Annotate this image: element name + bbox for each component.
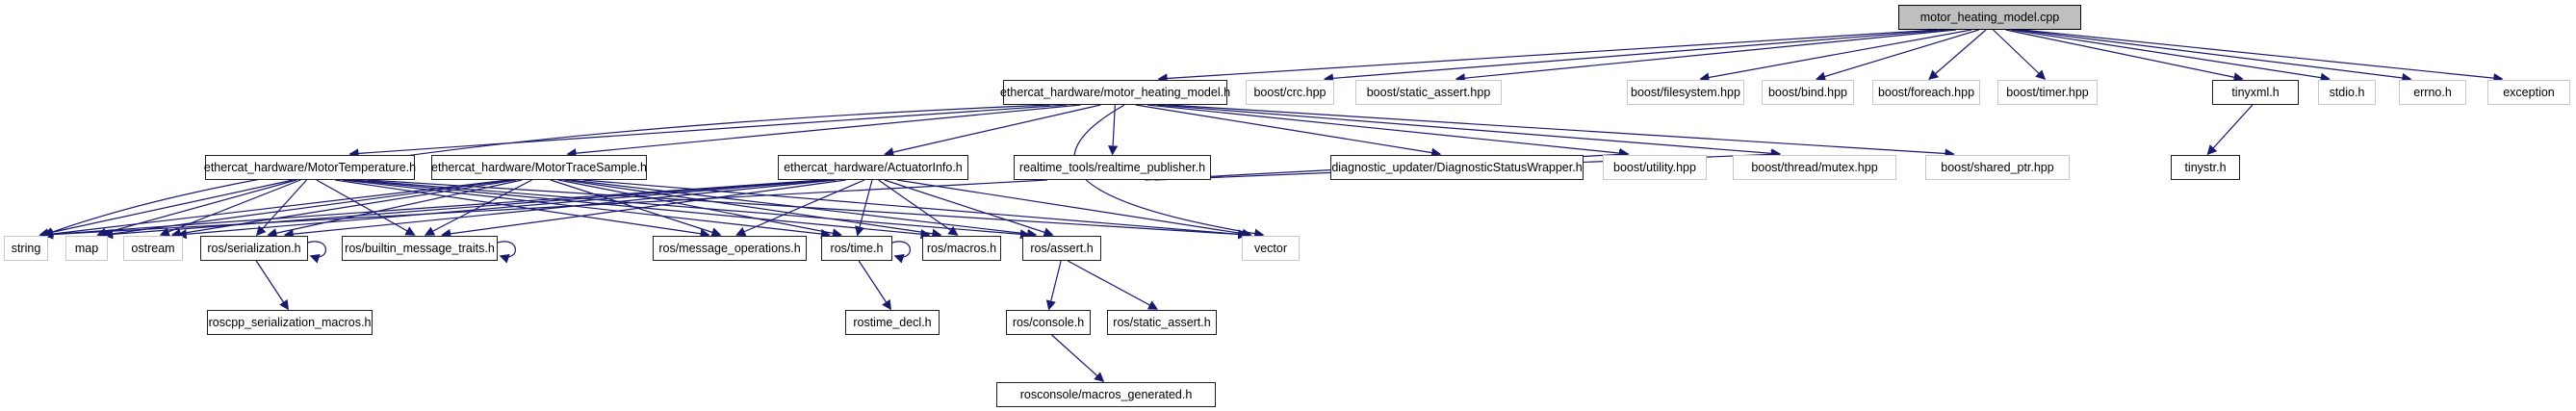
include-edge-actinfo-rser <box>283 179 837 240</box>
graph-node-bfs: boost/filesystem.hpp <box>1627 80 1744 105</box>
graph-node-bbind: boost/bind.hpp <box>1762 80 1854 105</box>
include-edge-mhm_h-actinfo <box>884 104 1101 158</box>
graph-node-mtemp[interactable]: ethercat_hardware/MotorTemperature.h <box>204 155 416 180</box>
graph-node-mtrace[interactable]: ethercat_hardware/MotorTraceSample.h <box>431 155 647 180</box>
include-edge-root-bbind <box>1815 29 1979 82</box>
include-edge-actinfo-ostream <box>176 179 831 240</box>
include-edge-rser-rser <box>307 241 326 264</box>
include-edge-root-bfs <box>1699 29 1972 83</box>
graph-node-bshared: boost/shared_ptr.hpp <box>1925 155 2070 180</box>
include-edge-rassert-rconsole <box>1045 260 1062 311</box>
include-edge-root-bforeach <box>1928 29 1987 81</box>
include-edge-actinfo-map <box>102 179 827 240</box>
include-edge-root-btimer <box>1993 29 2047 81</box>
include-edge-mhm_h-rtpub <box>1108 104 1119 156</box>
graph-node-tinystr[interactable]: tinystr.h <box>2171 155 2240 180</box>
include-edge-mtemp-string <box>39 179 294 239</box>
graph-node-bsa: boost/static_assert.hpp <box>1355 80 1502 105</box>
include-edge-mtemp-rmo <box>335 179 710 239</box>
include-edge-mhm_h-string <box>42 104 1050 237</box>
include-edge-tinyxml-tinystr <box>2206 104 2254 156</box>
include-edge-mtrace-rmacros <box>564 179 942 239</box>
graph-node-rtime[interactable]: ros/time.h <box>821 236 892 261</box>
graph-node-bforeach: boost/foreach.hpp <box>1872 80 1980 105</box>
include-edge-mhm_h-mtemp <box>348 104 1068 159</box>
include-edge-rtime-rtd <box>858 260 891 311</box>
include-edge-root-bsa <box>1455 29 1957 84</box>
include-edge-actinfo-rmacros <box>878 179 959 236</box>
graph-node-rassert[interactable]: ros/assert.h <box>1022 236 1101 261</box>
include-edge-mtemp-rassert <box>354 179 1031 240</box>
graph-node-root: motor_heating_model.cpp <box>1898 5 2081 30</box>
include-edge-actinfo-vector <box>896 179 1252 239</box>
include-edge-mtemp-ostream <box>159 179 301 237</box>
include-edge-rassert-rsa <box>1067 260 1159 310</box>
graph-node-rsm[interactable]: roscpp_serialization_macros.h <box>207 310 373 335</box>
graph-node-actinfo[interactable]: ethercat_hardware/ActuatorInfo.h <box>778 155 968 180</box>
include-edge-mtrace-rmo <box>550 179 722 238</box>
graph-node-crc: boost/crc.hpp <box>1246 80 1334 105</box>
graph-node-bmutex: boost/thread/mutex.hpp <box>1733 155 1896 180</box>
include-edge-root-crc <box>1323 29 1948 84</box>
graph-node-string: string <box>4 236 48 261</box>
graph-node-stdio: stdio.h <box>2318 80 2376 105</box>
graph-node-rconsole[interactable]: ros/console.h <box>1006 310 1091 335</box>
include-edge-mhm_h-bmutex <box>1157 104 1782 159</box>
graph-node-vector: vector <box>1242 236 1300 261</box>
include-edge-rconsole-rmg <box>1051 334 1105 383</box>
include-edge-mtemp-rtime <box>343 179 832 240</box>
graph-node-ostream: ostream <box>123 236 183 261</box>
graph-node-map: map <box>65 236 108 261</box>
include-edge-mtemp-rbmt <box>316 179 416 236</box>
include-edge-actinfo-string <box>42 179 823 240</box>
graph-node-rser[interactable]: ros/serialization.h <box>200 236 308 261</box>
include-edge-mhm_h-dsw <box>1135 104 1442 158</box>
graph-node-tinyxml[interactable]: tinyxml.h <box>2212 80 2299 105</box>
include-edge-mtrace-rtime <box>557 179 843 239</box>
include-edge-mtrace-rbmt <box>424 179 532 236</box>
include-edge-actinfo-rbmt <box>441 179 846 239</box>
graph-node-exception: exception <box>2487 80 2570 105</box>
include-edge-mhm_h-bshared <box>1168 104 1955 159</box>
graph-node-errno: errno.h <box>2399 80 2466 105</box>
graph-node-mhm_h[interactable]: ethercat_hardware/motor_heating_model.h <box>1000 80 1230 105</box>
include-edge-rbmt-rbmt <box>497 241 516 264</box>
include-edge-mtemp-map <box>96 179 297 238</box>
include-edge-root-mhm_h <box>1157 29 1938 84</box>
graph-node-butil: boost/utility.hpp <box>1603 155 1707 180</box>
include-edge-actinfo-rassert <box>884 179 1054 238</box>
include-edge-mtrace-rser <box>267 179 523 239</box>
include-edge-rtime-rtime <box>891 241 911 264</box>
include-edge-rtpub-string <box>42 179 1047 240</box>
graph-node-rmacros[interactable]: ros/macros.h <box>922 236 1001 261</box>
graph-node-rsa[interactable]: ros/static_assert.h <box>1107 310 1217 335</box>
include-edge-root-stdio <box>2011 29 2331 83</box>
include-edge-mhm_h-butil <box>1147 104 1630 159</box>
include-edge-actinfo-rmo <box>735 179 865 237</box>
graph-node-rmg[interactable]: rosconsole/macros_generated.h <box>996 382 1216 407</box>
include-edge-mtrace-string <box>42 179 509 240</box>
include-edge-rser-rsm <box>255 260 289 311</box>
include-edge-mhm_h-mtrace <box>566 104 1081 159</box>
graph-node-rmo[interactable]: ros/message_operations.h <box>653 236 807 261</box>
include-edge-root-errno <box>2016 29 2412 83</box>
include-edge-root-exception <box>2022 29 2504 84</box>
include-edge-mtrace-rassert <box>570 179 1038 240</box>
graph-node-rtpub[interactable]: realtime_tools/realtime_publisher.h <box>1014 155 1211 180</box>
include-edge-mtemp-rser <box>255 179 307 237</box>
graph-node-btimer: boost/timer.hpp <box>1997 80 2098 105</box>
graph-node-rtd[interactable]: rostime_decl.h <box>845 310 940 335</box>
graph-node-dsw[interactable]: diagnostic_updater/DiagnosticStatusWrapp… <box>1330 155 1584 180</box>
graph-node-rbmt[interactable]: ros/builtin_message_traits.h <box>342 236 498 261</box>
include-edge-root-tinyxml <box>2005 29 2244 83</box>
